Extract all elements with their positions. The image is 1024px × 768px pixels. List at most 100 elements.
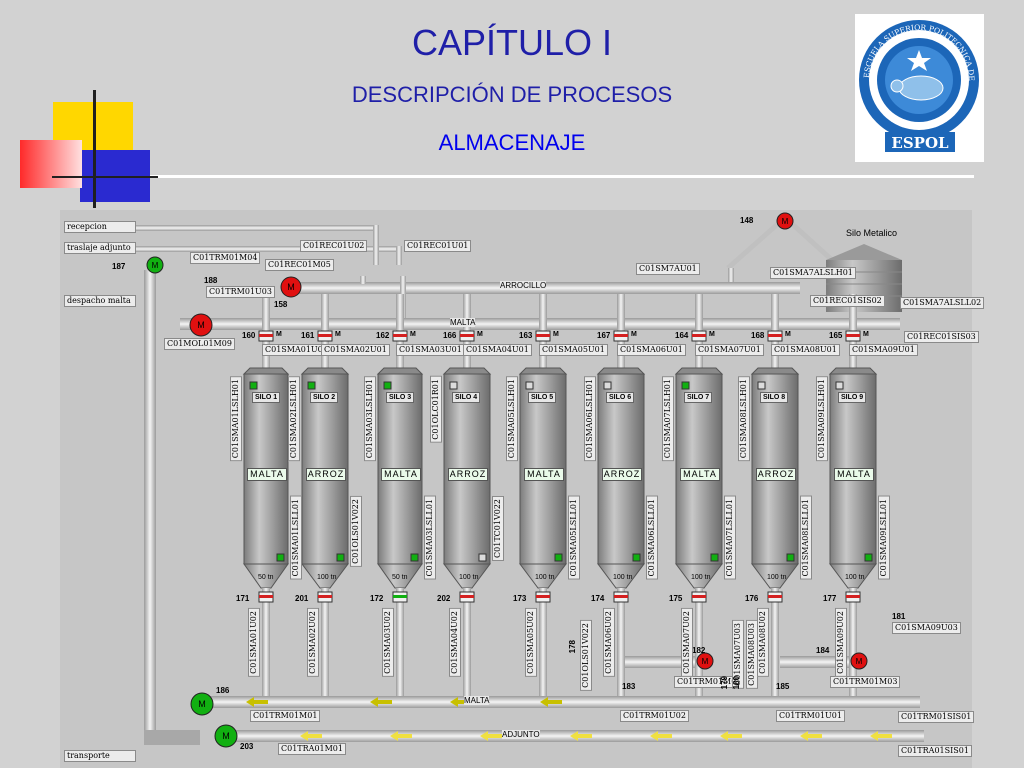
motor-186[interactable]: M <box>190 692 214 721</box>
silo-level-high-tag-3[interactable]: C01SMA03LSLH01 <box>364 376 376 462</box>
silo-level-low-tag-8[interactable]: C01SMA08LSLL01 <box>800 496 812 580</box>
silo-roof-3 <box>376 367 424 375</box>
silo-top-tag-2[interactable]: C01SMA02U01 <box>321 344 390 356</box>
silo-content-3: MALTA <box>381 468 421 481</box>
svg-text:ESPOL: ESPOL <box>891 134 949 152</box>
tag-c01sm7au01[interactable]: C01SM7AU01 <box>636 263 700 275</box>
motor-187[interactable]: M <box>146 256 164 279</box>
silo-level-low-tag-5[interactable]: C01SMA05LSLL01 <box>568 496 580 580</box>
silo-level-high-tag-8[interactable]: C01SMA08LSLH01 <box>738 376 750 462</box>
line-label-arrocillo: ARROCILLO <box>500 281 547 290</box>
silo-capacity-3: 50 tn <box>392 574 408 581</box>
silo-top-tag-8[interactable]: C01SMA08U01 <box>771 344 840 356</box>
silo-level-high-tag-2[interactable]: C01SMA02LSLH01 <box>288 376 300 462</box>
silo-top-tag-9[interactable]: C01SMA09U01 <box>849 344 918 356</box>
page-title: CAPÍTULO I <box>411 22 613 63</box>
line-label-malta-bottom: MALTA <box>464 696 490 705</box>
motor-158[interactable]: M <box>280 276 302 303</box>
sign-despacho: despacho malta <box>64 295 136 307</box>
silo-top-m-3: M <box>410 331 416 338</box>
silo-level-low-tag-1[interactable]: C01SMA01LSLL01 <box>290 496 302 580</box>
tag-c01trm01m02[interactable]: C01TRM01M02 <box>674 676 745 688</box>
silo-content-2: ARROZ <box>306 468 346 481</box>
silo-top-num-8: 168 <box>751 331 765 340</box>
silo-top-tag-6[interactable]: C01SMA06U01 <box>617 344 686 356</box>
silo-level-high-tag-5[interactable]: C01SMA05LSLH01 <box>506 376 518 462</box>
num-181: 181 <box>892 612 906 621</box>
silo-top-tag-7[interactable]: C01SMA07U01 <box>695 344 764 356</box>
tag-c01sma09u03[interactable]: C01SMA09U03 <box>892 622 961 634</box>
silo-level-high-tag-7[interactable]: C01SMA07LSLH01 <box>662 376 674 462</box>
silo-cone-7 <box>675 563 723 589</box>
tag-c01tra01m01[interactable]: C01TRA01M01 <box>278 743 346 755</box>
num-183: 183 <box>622 682 636 691</box>
silo-cone-9 <box>829 563 877 589</box>
silo-label-6: SILO 6 <box>606 392 635 403</box>
silo-bottom-tag-3[interactable]: C01SMA03U02 <box>382 608 394 677</box>
silo-bottom-tag-2[interactable]: C01SMA02U02 <box>307 608 319 677</box>
tag-c01trm01s01[interactable]: C01TRM01SIS01 <box>898 711 975 723</box>
silo-bottom-tag-7[interactable]: C01SMA07U02 <box>681 608 693 677</box>
num-203: 203 <box>240 742 254 751</box>
silo-bottom-tag-8[interactable]: C01SMA08U02 <box>757 608 769 677</box>
silo-level-high-tag-1[interactable]: C01SMA01LSLH01 <box>230 376 242 462</box>
tag-c01trm01u02[interactable]: C01TRM01U02 <box>620 710 689 722</box>
silo-bottom-tag-4[interactable]: C01SMA04U02 <box>449 608 461 677</box>
motor-mol[interactable]: M <box>189 313 213 342</box>
motor-182[interactable]: M <box>696 652 714 675</box>
num-180: 180 <box>732 676 741 690</box>
section-title: ALMACENAJE <box>438 130 586 155</box>
motor-green-icon: M <box>190 692 214 716</box>
silo-level-high-tag-9[interactable]: C01SMA09LSLH01 <box>816 376 828 462</box>
tag-c01rec01s02[interactable]: C01REC01SIS02 <box>810 295 885 307</box>
tag-c01trm01m01[interactable]: C01TRM01M01 <box>250 710 321 722</box>
tag-c01rec01m05[interactable]: C01REC01M05 <box>265 259 334 271</box>
motor-148[interactable]: M <box>776 212 794 235</box>
silo-level-low-tag-7[interactable]: C01SMA07LSLL01 <box>724 496 736 580</box>
silo-top-num-7: 164 <box>675 331 689 340</box>
silo-level-low-tag-6[interactable]: C01SMA06LSLL01 <box>646 496 658 580</box>
tag-c01sma7alslh[interactable]: C01SMA7ALSLH01 <box>770 267 856 279</box>
silo-level-low-tag-4[interactable]: C01TC01V022 <box>492 496 504 561</box>
silo-label-9: SILO 9 <box>838 392 867 403</box>
tag-c01rec01u02[interactable]: C01REC01U02 <box>300 240 368 252</box>
silo-content-6: ARROZ <box>602 468 642 481</box>
silo-content-9: MALTA <box>834 468 874 481</box>
silo-label-7: SILO 7 <box>684 392 713 403</box>
motor-203[interactable]: M <box>214 724 238 753</box>
silo-roof-8 <box>750 367 800 375</box>
tag-c01trm01u01[interactable]: C01TRM01U01 <box>776 710 845 722</box>
silo-bottom-num-4: 202 <box>437 594 451 603</box>
line-label-malta-top: MALTA <box>450 318 476 327</box>
tag-c01trm01m04[interactable]: C01TRM01M04 <box>190 252 261 264</box>
silo-level-high-tag-4[interactable]: C01OLC01R01 <box>430 376 442 443</box>
tag-c01trm01m03[interactable]: C01TRM01M03 <box>830 676 901 688</box>
silo-top-num-9: 165 <box>829 331 843 340</box>
tag-c01mol01m09[interactable]: C01MOL01M09 <box>164 338 235 350</box>
tag-c01rec01u01[interactable]: C01REC01U01 <box>404 240 472 252</box>
tag-c01trm01u03[interactable]: C01TRM01U03 <box>206 286 275 298</box>
silo-bottom-tag-1[interactable]: C01SMA01U02 <box>248 608 260 677</box>
silo-top-m-8: M <box>785 331 791 338</box>
silo-top-tag-5[interactable]: C01SMA05U01 <box>539 344 608 356</box>
silo-bottom-tag-9[interactable]: C01SMA09U02 <box>835 608 847 677</box>
num-188: 188 <box>204 276 218 285</box>
tag-c01tra01s01[interactable]: C01TRA01SIS01 <box>898 745 972 757</box>
tag-c01sol01v022[interactable]: C01OLS01V022 <box>580 620 592 691</box>
silo-top-tag-4[interactable]: C01SMA04U01 <box>463 344 532 356</box>
silo-top-tag-3[interactable]: C01SMA03U01 <box>396 344 465 356</box>
silo-bottom-tag-5[interactable]: C01SMA05U02 <box>525 608 537 677</box>
silo-top-num-1: 160 <box>242 331 256 340</box>
silo-bottom-num-3: 172 <box>370 594 384 603</box>
tag-c01rec01s03[interactable]: C01REC01SIS03 <box>904 331 979 343</box>
silo-bottom-tag-6[interactable]: C01SMA06U02 <box>603 608 615 677</box>
silo-level-high-tag-6[interactable]: C01SMA06LSLH01 <box>584 376 596 462</box>
motor-184[interactable]: M <box>850 652 868 675</box>
silo-level-low-tag-2[interactable]: C01OLS01V022 <box>350 496 362 567</box>
num-148: 148 <box>740 216 754 225</box>
silo-level-low-tag-3[interactable]: C01SMA03LSLL01 <box>424 496 436 580</box>
svg-text:M: M <box>152 261 159 270</box>
silo-label-3: SILO 3 <box>386 392 415 403</box>
tag-c01sma7alsll[interactable]: C01SMA7ALSLL02 <box>900 297 985 309</box>
silo-level-low-tag-9[interactable]: C01SMA09LSLL01 <box>878 496 890 580</box>
